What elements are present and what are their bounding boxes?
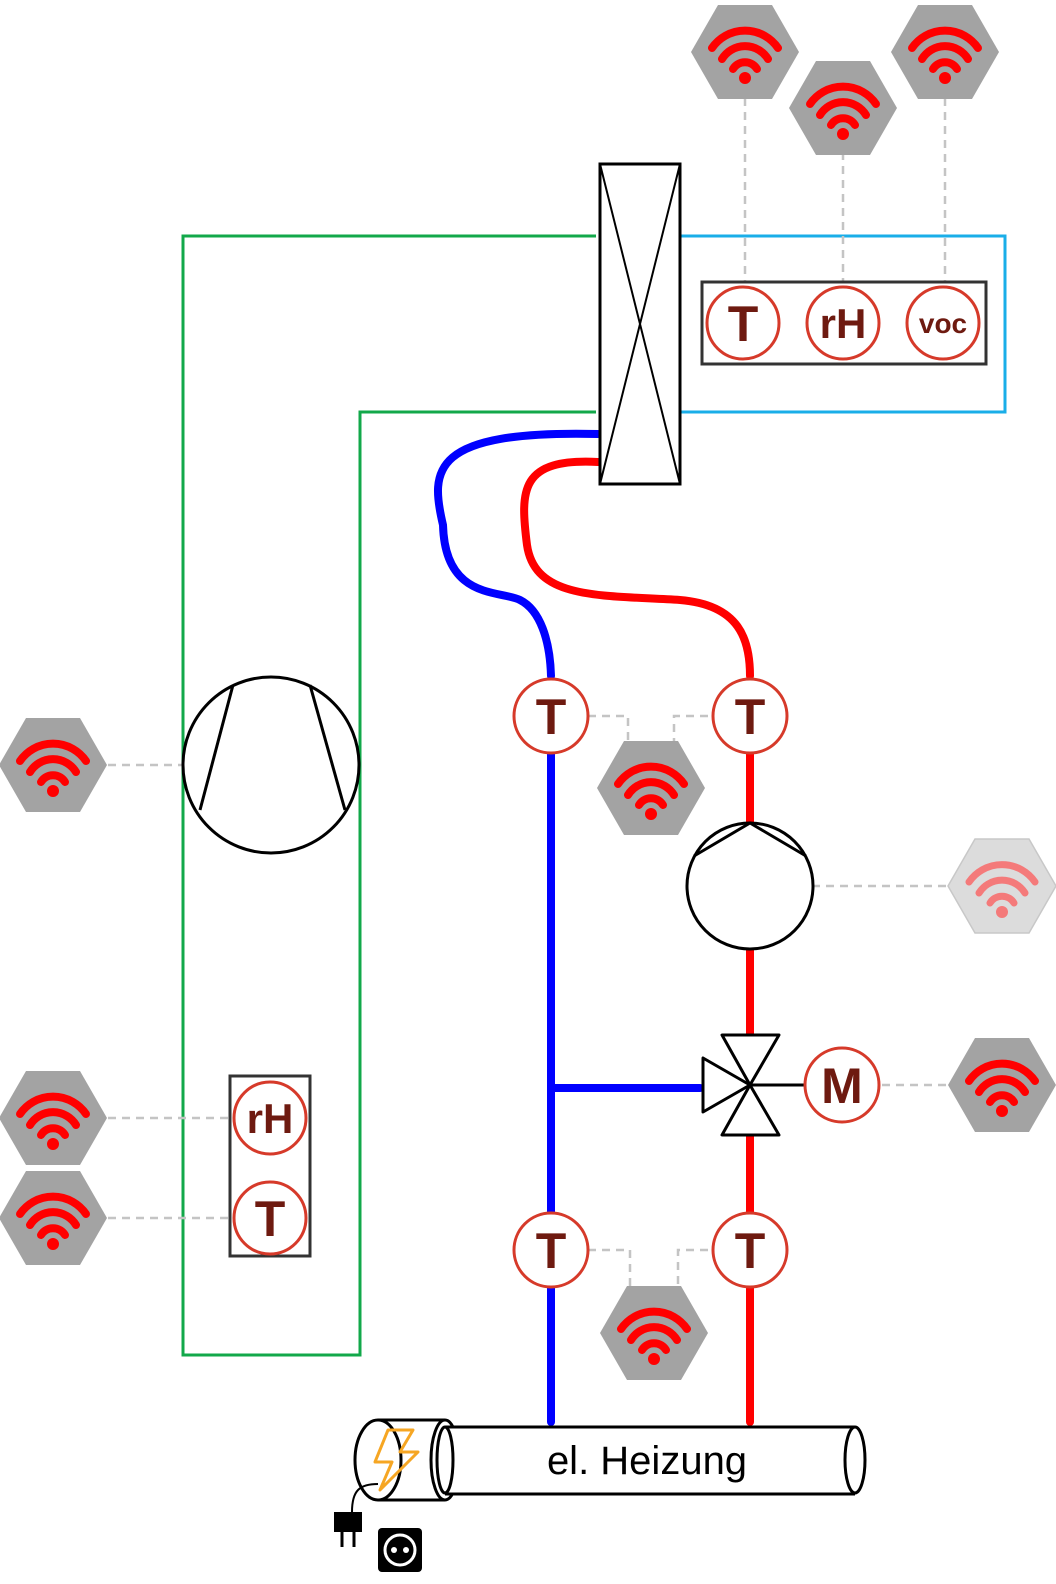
return-temperature-sensor-bottom: T (512, 1211, 590, 1289)
electric-heater: el. Heizung (353, 1418, 867, 1502)
supply-pipe (520, 457, 754, 1426)
svg-text:rH: rH (247, 1095, 294, 1142)
room-humidity-sensor: rH (805, 285, 881, 361)
wifi-icon (0, 1071, 107, 1165)
svg-text:rH: rH (820, 300, 867, 347)
wifi-icon (948, 1038, 1056, 1132)
power-plug-icon (334, 1483, 379, 1547)
air-loop-left (181, 234, 596, 1357)
wifi-icon (789, 61, 897, 155)
heater-label: el. Heizung (547, 1439, 747, 1483)
svg-text:T: T (728, 296, 759, 352)
svg-text:T: T (735, 1223, 766, 1279)
svg-text:T: T (735, 689, 766, 745)
compressor (181, 675, 361, 855)
wifi-icon (691, 5, 799, 99)
wifi-icon (0, 718, 107, 812)
valve-motor: M (803, 1046, 881, 1124)
room-temperature-sensor: T (705, 285, 781, 361)
svg-text:T: T (536, 689, 567, 745)
air-loop-right (678, 234, 1007, 414)
svg-text:T: T (536, 1223, 567, 1279)
wall-socket-icon (378, 1528, 422, 1572)
return-temperature-sensor-top: T (512, 677, 590, 755)
svg-text:T: T (255, 1191, 286, 1247)
wifi-icon (0, 1171, 107, 1265)
wifi-icon (600, 1286, 708, 1380)
svg-text:voc: voc (919, 308, 967, 339)
mixing-valve (701, 1033, 805, 1137)
wifi-icon (597, 741, 705, 835)
lightning-bolt-icon (373, 1428, 420, 1492)
wifi-icon (948, 839, 1056, 933)
wireless-links (108, 98, 950, 1287)
supply-temperature-sensor-bottom: T (711, 1211, 789, 1289)
supply-air-humidity-sensor: rH (232, 1080, 308, 1156)
room-voc-sensor: voc (905, 285, 981, 361)
svg-text:M: M (821, 1058, 863, 1114)
heat-exchanger (598, 162, 682, 486)
supply-air-sensor-housing (228, 1074, 312, 1258)
circulation-pump (685, 821, 815, 951)
supply-temperature-sensor-top: T (711, 677, 789, 755)
supply-air-temperature-sensor: T (232, 1180, 308, 1256)
room-sensor-housing (700, 280, 988, 366)
return-pipe (434, 429, 704, 1426)
wifi-icon (891, 5, 999, 99)
